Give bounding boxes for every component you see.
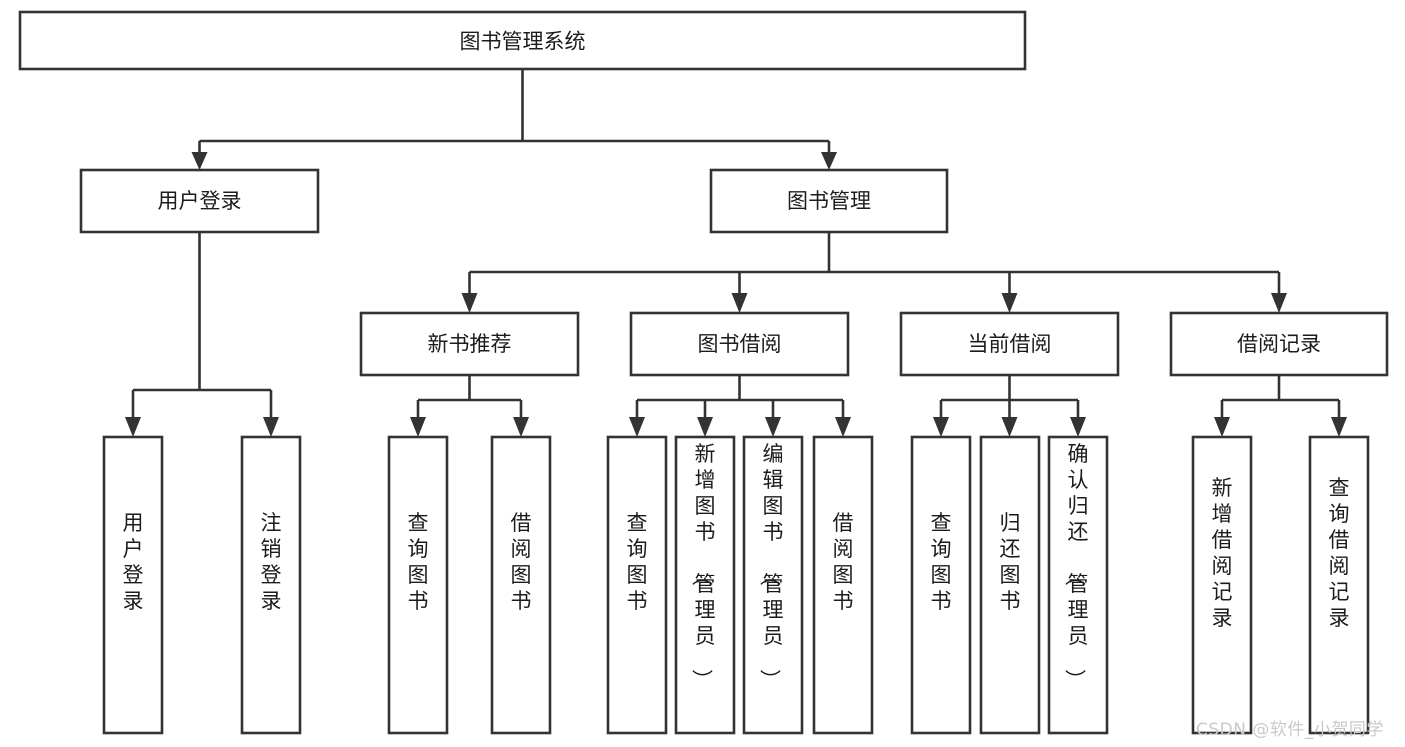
node-new-book-recommend[interactable]: 新书推荐 (359, 311, 580, 377)
leaf-box[interactable] (910, 435, 972, 735)
leaf-box[interactable] (606, 435, 668, 735)
leaf-box[interactable] (1047, 435, 1109, 735)
borrow-record-box[interactable] (1169, 311, 1389, 377)
user-login-label: 用户登录 (158, 189, 242, 213)
arrowhead-user-login (191, 152, 208, 170)
book-borrow-box[interactable] (629, 311, 850, 377)
arrowhead-currentborrow-leaf2 (1001, 417, 1018, 437)
arrowhead-bookborrow-leaf1 (629, 417, 645, 437)
new-book-recommend-label: 新书推荐 (428, 332, 512, 356)
arrowhead-borrowrecord-leaf1 (1214, 417, 1230, 437)
arrowhead-bookborrow-leaf4 (835, 417, 851, 437)
book-manage-label: 图书管理 (787, 189, 871, 213)
leaf-label: 注销登录 (261, 511, 282, 613)
leaf-current-borrow-confirm[interactable]: 确认归还（管理员） (1047, 435, 1109, 735)
leaf-box[interactable] (812, 435, 874, 735)
node-borrow-record[interactable]: 借阅记录 (1169, 311, 1389, 377)
arrowhead-newbook-leaf1 (410, 417, 426, 437)
leaf-user-login-login[interactable]: 用户登录 (102, 435, 164, 735)
leaf-label: 查询借阅记录 (1329, 476, 1350, 630)
leaf-borrow-record-query[interactable]: 查询借阅记录 (1308, 435, 1370, 735)
leaf-current-borrow-return[interactable]: 归还图书 (979, 435, 1041, 735)
leaf-box[interactable] (742, 435, 804, 735)
arrowhead-borrowrecord-leaf2 (1331, 417, 1347, 437)
csdn-watermark: CSDN @软件_小贺同学 (1196, 720, 1384, 740)
connector-layer (125, 69, 1347, 437)
leaf-label: 归还图书 (1000, 511, 1021, 613)
user-login-box[interactable] (79, 168, 320, 234)
node-user-login[interactable]: 用户登录 (79, 168, 320, 234)
leaf-label: 查询图书 (627, 511, 648, 613)
leaf-book-borrow-edit[interactable]: 编辑图书（管理员） (742, 435, 804, 735)
arrowhead-bookborrow-leaf2 (697, 417, 713, 437)
book-manage-box[interactable] (709, 168, 949, 234)
leaf-label: 确认归还（管理员） (1063, 442, 1089, 690)
arrowhead-borrow-record (1271, 293, 1287, 313)
arrowhead-new-book (461, 293, 478, 313)
node-root[interactable]: 图书管理系统 (18, 10, 1027, 71)
arrowhead-newbook-leaf2 (513, 417, 529, 437)
leaf-box[interactable] (1191, 435, 1253, 735)
leaf-box[interactable] (979, 435, 1041, 735)
new-book-recommend-box[interactable] (359, 311, 580, 377)
root-label: 图书管理系统 (460, 30, 586, 54)
leaf-label: 借阅图书 (833, 511, 854, 613)
leaf-book-borrow-borrow[interactable]: 借阅图书 (812, 435, 874, 735)
arrowhead-currentborrow-leaf3 (1070, 417, 1086, 437)
leaf-current-borrow-query[interactable]: 查询图书 (910, 435, 972, 735)
node-current-borrow[interactable]: 当前借阅 (899, 311, 1120, 377)
leaf-book-borrow-query[interactable]: 查询图书 (606, 435, 668, 735)
leaf-new-book-query[interactable]: 查询图书 (387, 435, 449, 735)
arrowhead-bookborrow-leaf3 (765, 417, 781, 437)
root-box[interactable] (18, 10, 1027, 71)
arrowhead-book-manage (821, 152, 837, 170)
arrowhead-current-borrow (1001, 293, 1018, 313)
leaf-box[interactable] (102, 435, 164, 735)
leaf-box[interactable] (674, 435, 736, 735)
leaf-book-borrow-add[interactable]: 新增图书（管理员） (674, 435, 736, 735)
leaf-box[interactable] (490, 435, 552, 735)
leaf-label: 查询图书 (408, 511, 429, 613)
leaf-box[interactable] (387, 435, 449, 735)
current-borrow-label: 当前借阅 (968, 332, 1052, 356)
leaf-label: 查询图书 (931, 511, 952, 613)
arrowhead-currentborrow-leaf1 (933, 417, 949, 437)
node-book-borrow[interactable]: 图书借阅 (629, 311, 850, 377)
leaf-borrow-record-add[interactable]: 新增借阅记录 (1191, 435, 1253, 735)
leaf-new-book-borrow[interactable]: 借阅图书 (490, 435, 552, 735)
leaf-label: 借阅图书 (511, 511, 532, 613)
leaf-label: 用户登录 (123, 511, 144, 613)
borrow-record-label: 借阅记录 (1237, 332, 1321, 356)
book-borrow-label: 图书借阅 (698, 332, 782, 356)
leaf-label: 编辑图书（管理员） (758, 442, 784, 690)
current-borrow-box[interactable] (899, 311, 1120, 377)
arrowhead-leaf-user-login (125, 417, 141, 437)
leaf-label: 新增图书（管理员） (690, 442, 716, 690)
leaf-box[interactable] (240, 435, 302, 735)
leaf-box[interactable] (1308, 435, 1370, 735)
leaf-label: 新增借阅记录 (1212, 476, 1233, 630)
arrowhead-leaf-logout (263, 417, 279, 437)
node-book-manage[interactable]: 图书管理 (709, 168, 949, 234)
arrowhead-book-borrow (731, 293, 748, 313)
leaf-user-login-logout[interactable]: 注销登录 (240, 435, 302, 735)
